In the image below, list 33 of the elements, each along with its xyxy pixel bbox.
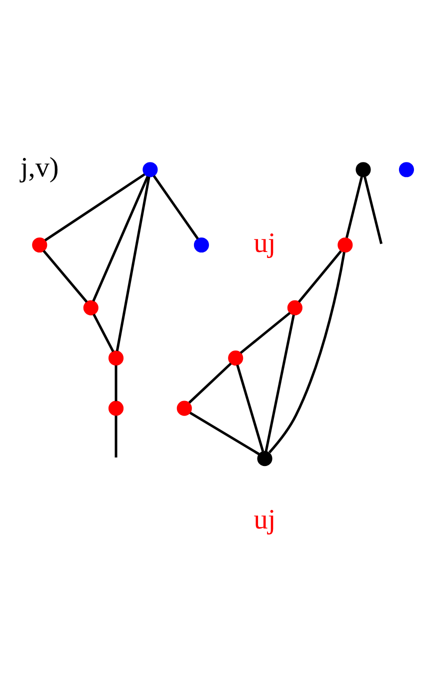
node-circle [228,350,244,366]
node-circle [257,451,272,466]
connector [364,176,383,244]
connector [92,314,114,352]
node-circle [83,300,98,316]
connector [345,176,363,238]
connector [236,364,264,452]
node-circle [398,162,414,178]
connector [114,416,118,458]
node-circle [108,350,124,366]
connector [114,365,118,402]
node-circle [32,237,48,253]
node-circle [287,300,302,316]
connector [264,314,295,452]
node-circle [142,162,158,178]
connector [44,173,146,242]
node-circle [176,400,192,416]
connector [268,252,346,454]
label: uj [254,228,276,259]
connector [116,176,150,352]
connector [152,175,199,240]
node-circle [338,237,353,253]
connector [42,250,88,303]
label: j,v) [20,152,59,184]
node-circle [356,162,371,178]
node-circle [194,237,209,253]
connector [188,362,232,404]
connector [92,176,149,302]
connector [189,412,260,456]
label: uj [254,504,276,536]
node-circle [108,400,124,416]
connector [298,250,342,303]
connector [240,312,291,354]
